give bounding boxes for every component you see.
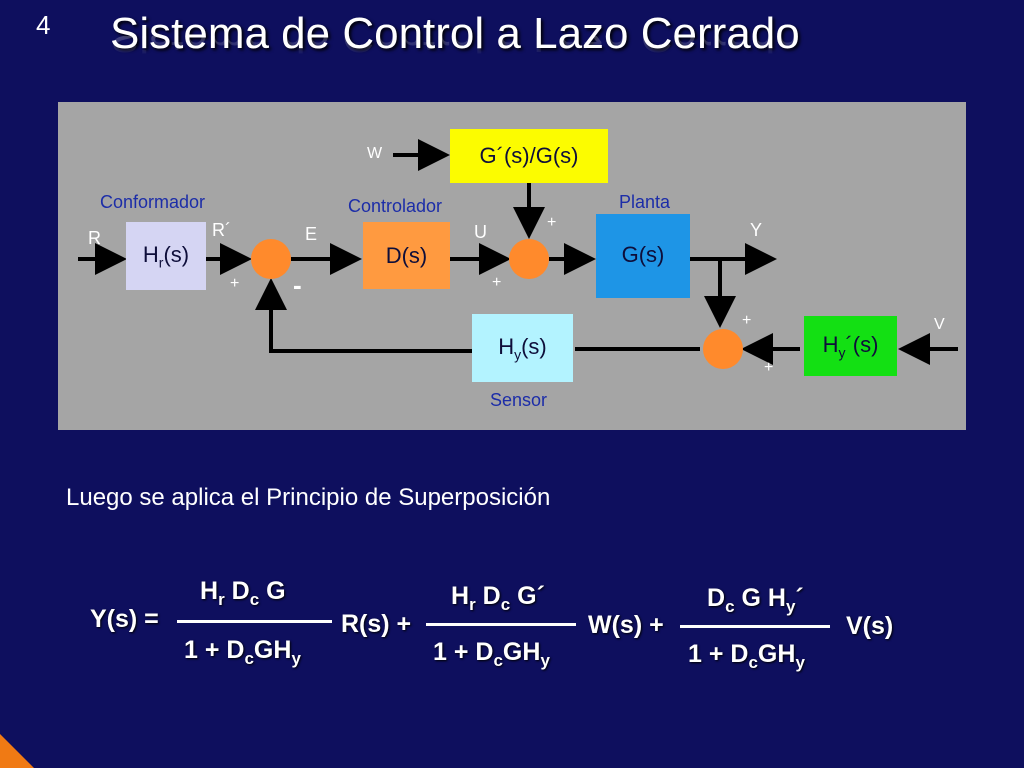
- block-g: G(s): [596, 214, 690, 298]
- caption-controlador: Controlador: [348, 196, 443, 216]
- sign-dist-bottom: +: [492, 274, 502, 291]
- sign-noise-top: +: [742, 312, 752, 329]
- term1-numerator: Hr Dc G: [200, 577, 286, 609]
- term1-variable: R(s) +: [341, 610, 412, 638]
- caption-planta: Planta: [619, 192, 671, 212]
- term3-numerator: Dc G Hy´: [707, 584, 804, 616]
- term3-denominator: 1 + DcGHy: [688, 640, 805, 672]
- term2-fraction-bar: [426, 623, 576, 626]
- caption-conformador: Conformador: [100, 192, 206, 212]
- signal-r: R: [88, 228, 101, 248]
- term1-fraction-bar: [177, 620, 332, 623]
- term1-denominator: 1 + DcGHy: [184, 636, 301, 668]
- signal-e: E: [305, 224, 318, 244]
- term3-variable: V(s): [846, 612, 894, 640]
- gw-label: G´(s)/G(s): [479, 143, 579, 168]
- title-group: Sistema de Control a Lazo Cerrado Sistem…: [110, 12, 800, 80]
- slide-title: Sistema de Control a Lazo Cerrado: [110, 9, 800, 58]
- block-hr: Hr(s): [126, 222, 206, 290]
- hyv-label: Hy´(s): [822, 331, 879, 361]
- signal-u: U: [474, 222, 487, 242]
- caption-sensor: Sensor: [490, 390, 548, 410]
- hr-label: Hr(s): [142, 241, 190, 271]
- block-hyv: Hy´(s): [804, 316, 897, 376]
- equation-lhs: Y(s) =: [90, 605, 159, 633]
- term2-numerator: Hr Dc G´: [451, 582, 545, 614]
- summing-junction-noise: [703, 329, 743, 369]
- d-label: D(s): [385, 242, 428, 268]
- signal-r-prime: R´: [212, 220, 231, 240]
- block-d: D(s): [363, 222, 450, 289]
- signal-v: V: [934, 316, 945, 333]
- signal-y: Y: [750, 220, 763, 240]
- sign-noise-bottom: +: [764, 359, 774, 376]
- term2-variable: W(s) +: [588, 611, 664, 639]
- term2-denominator: 1 + DcGHy: [433, 638, 550, 670]
- sign-dist-top: +: [547, 214, 557, 231]
- superposition-text: Luego se aplica el Principio de Superpos…: [66, 484, 551, 511]
- block-hy: Hy(s): [472, 314, 573, 382]
- term3-fraction-bar: [680, 625, 830, 628]
- g-label: G(s): [621, 242, 665, 267]
- hy-label: Hy(s): [498, 333, 547, 363]
- sign-error-minus: -: [293, 270, 302, 300]
- signal-w: W: [367, 145, 383, 162]
- summing-junction-error: [251, 239, 291, 279]
- sign-error-plus: +: [230, 275, 240, 292]
- block-gw: G´(s)/G(s): [450, 129, 608, 183]
- summing-junction-disturbance: [509, 239, 549, 279]
- slide-number: 4: [36, 10, 51, 40]
- arrow-feedback: [255, 278, 472, 353]
- corner-decoration: [0, 734, 34, 768]
